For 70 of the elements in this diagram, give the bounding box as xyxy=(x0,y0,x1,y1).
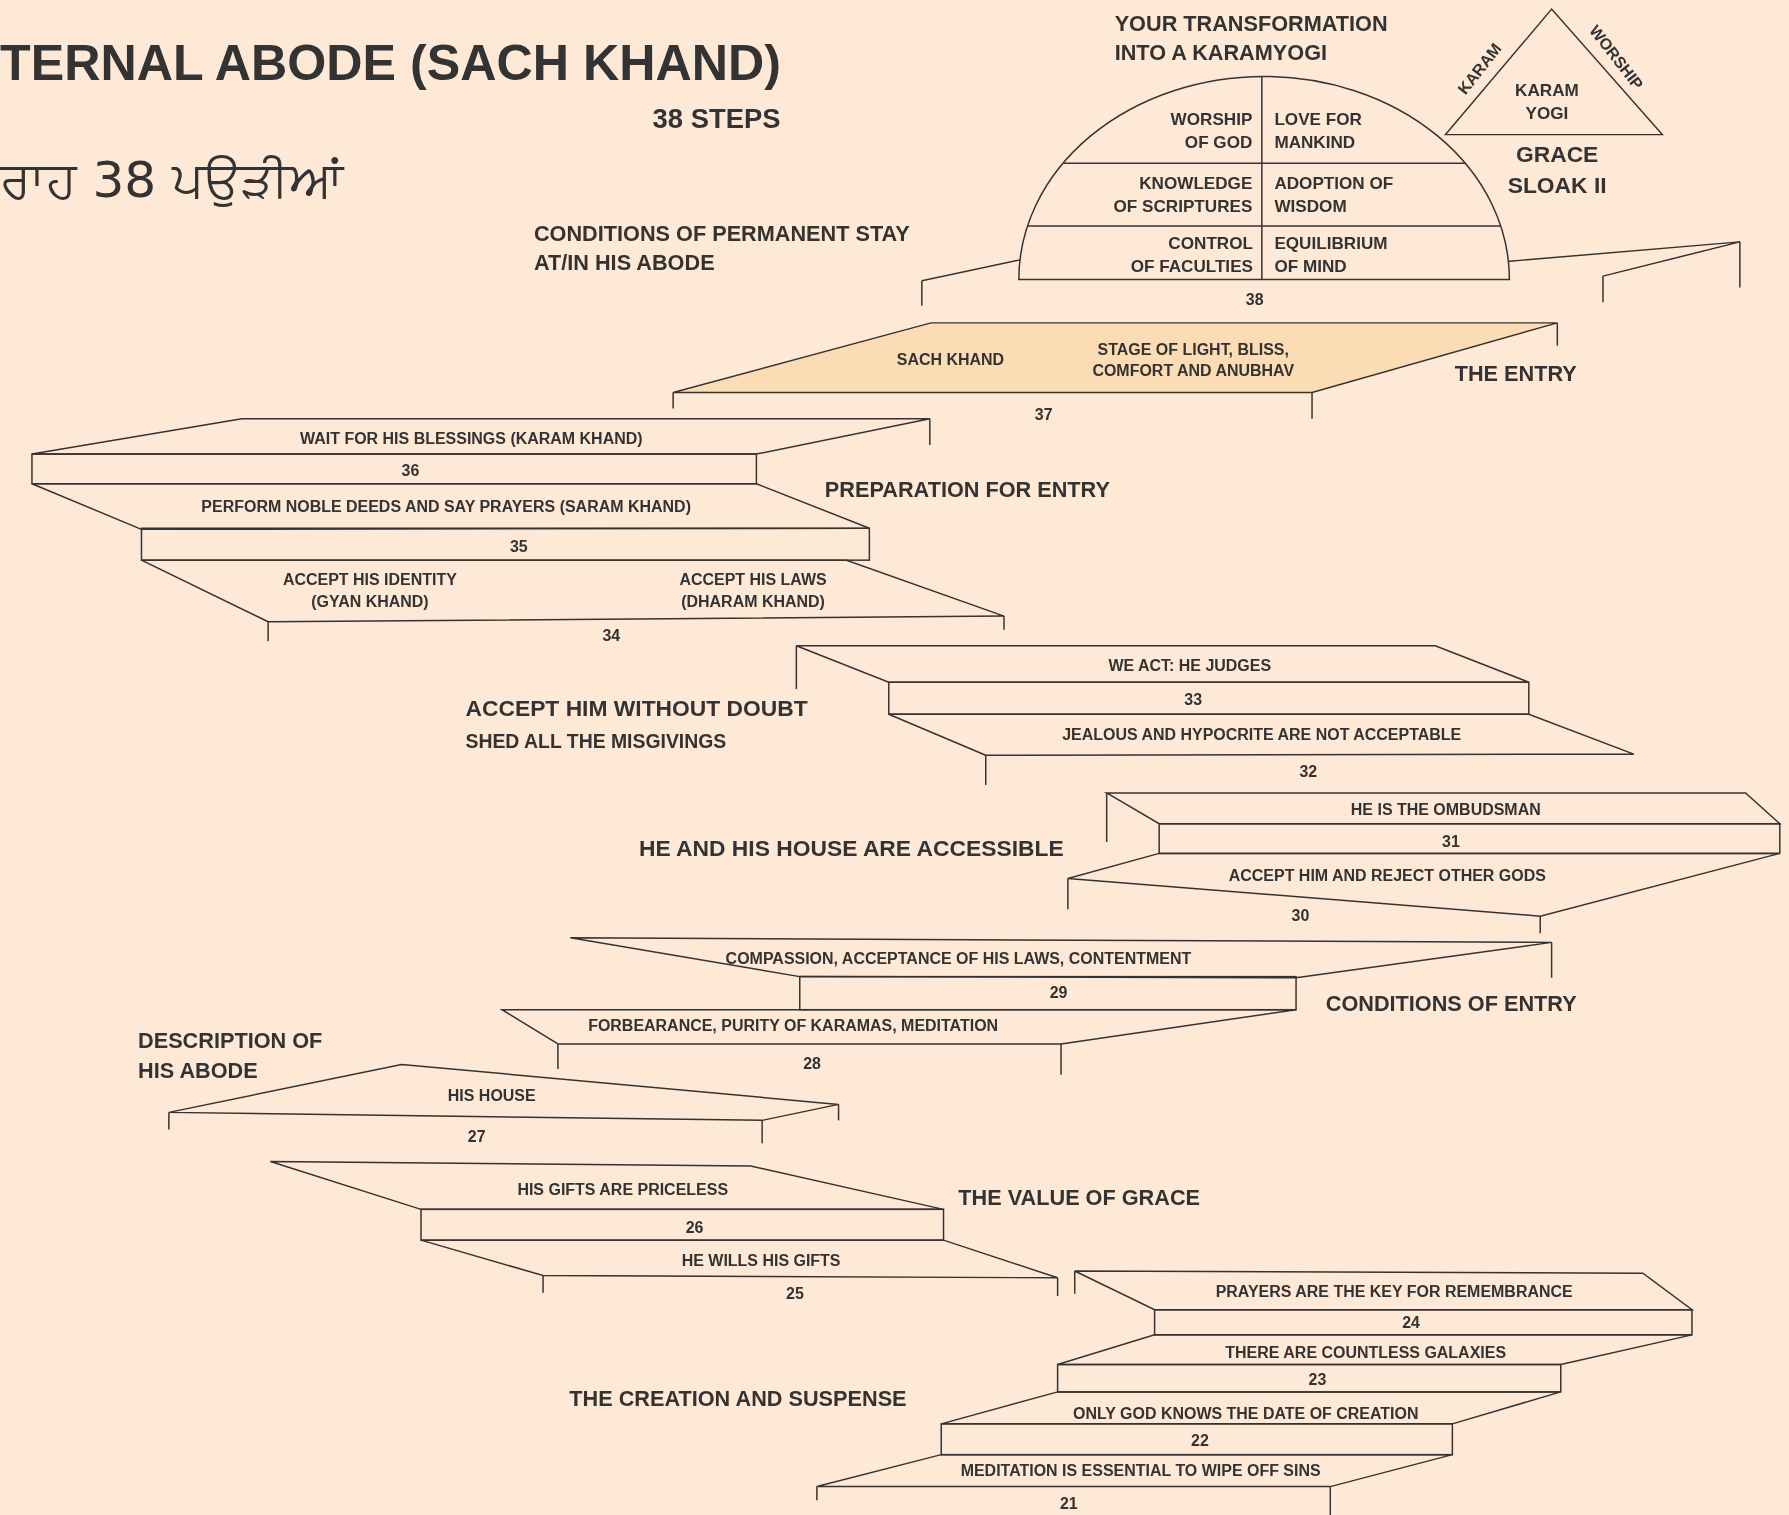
step-label: SACH KHAND xyxy=(896,348,1005,370)
step-platform xyxy=(502,1009,1297,1075)
step-number: 36 xyxy=(401,459,420,481)
step-number: 37 xyxy=(1034,403,1053,425)
step-label: HE WILLS HIS GIFTS xyxy=(681,1250,841,1272)
step-number: 31 xyxy=(1442,830,1460,852)
step-platform xyxy=(888,714,1634,785)
step-label: COMPASSION, ACCEPTANCE OF HIS LAWS, CONTENTMENT xyxy=(725,947,1192,969)
step-platform xyxy=(31,418,930,484)
step-number: 34 xyxy=(602,624,621,647)
step-label: FORBEARANCE, PURITY OF KARAMAS, MEDITATION xyxy=(588,1014,999,1037)
step-number: 29 xyxy=(1049,981,1068,1004)
step-number: 35 xyxy=(510,535,528,558)
step-number: 23 xyxy=(1308,1368,1327,1390)
heading-label: SHED ALL THE MISGIVINGS xyxy=(465,730,727,755)
step-label: MEDITATION IS ESSENTIAL TO WIPE OFF SINS xyxy=(960,1459,1321,1482)
step-platform xyxy=(816,1454,1453,1515)
step-label: KARAM YOGI xyxy=(1515,78,1579,124)
dome-label: LOVE FOR MANKIND xyxy=(1274,107,1362,154)
step-label: ACCEPT HIS IDENTITY (GYAN KHAND) xyxy=(282,569,457,613)
step-number: 30 xyxy=(1291,904,1310,926)
heading-label: THE CREATION AND SUSPENSE xyxy=(569,1385,907,1413)
step-number: 25 xyxy=(786,1283,804,1305)
dome-label: EQUILIBRIUM OF MIND xyxy=(1274,231,1388,277)
step-number: 22 xyxy=(1191,1429,1209,1451)
step-platform xyxy=(270,1161,944,1241)
step-number: 32 xyxy=(1299,760,1318,782)
heading-label: THE ENTRY xyxy=(1454,360,1577,388)
step-label: WE ACT: HE JUDGES xyxy=(1108,654,1272,676)
subtitle: ਰਾਹ 38 ਪਉੜੀਆਂ xyxy=(0,149,344,211)
dome-label: KNOWLEDGE OF SCRIPTURES xyxy=(1113,171,1253,218)
step-platform xyxy=(1057,1334,1692,1392)
heading-label: HE AND HIS HOUSE ARE ACCESSIBLE xyxy=(638,834,1064,863)
heading-label: PREPARATION FOR ENTRY xyxy=(824,477,1110,504)
step-number: 33 xyxy=(1184,688,1203,710)
step-label: HIS GIFTS ARE PRICELESS xyxy=(517,1178,729,1200)
dome-label: ADOPTION OF WISDOM xyxy=(1274,171,1394,218)
step-label: PRAYERS ARE THE KEY FOR REMEMBRANCE xyxy=(1215,1280,1573,1303)
heading-label: YOUR TRANSFORMATION INTO A KARAMYOGI xyxy=(1114,10,1388,67)
step-label: HE IS THE OMBUDSMAN xyxy=(1350,798,1541,820)
step-number: 28 xyxy=(803,1052,821,1074)
heading-label: CONDITIONS OF PERMANENT STAY AT/IN HIS ABODE xyxy=(533,220,910,277)
step-label: ACCEPT HIM AND REJECT OTHER GODS xyxy=(1228,864,1546,886)
step-number: 38 xyxy=(1245,288,1264,310)
heading-label: 38 STEPS xyxy=(652,101,781,136)
step-label: JEALOUS AND HYPOCRITE ARE NOT ACCEPTABLE xyxy=(1062,724,1462,746)
step-label: WAIT FOR HIS BLESSINGS (KARAM KHAND) xyxy=(300,427,643,449)
step-platform xyxy=(1067,853,1780,934)
heading-label: ACCEPT HIM WITHOUT DOUBT xyxy=(465,694,808,724)
step-label: ACCEPT HIS LAWS (DHARAM KHAND) xyxy=(679,569,827,613)
heading-label: CONDITIONS OF ENTRY xyxy=(1325,990,1577,1018)
step-number: 24 xyxy=(1402,1311,1420,1333)
step-platform xyxy=(1106,792,1780,854)
step-platform xyxy=(941,1391,1561,1455)
step-label: HIS HOUSE xyxy=(447,1084,536,1106)
step-platform xyxy=(1074,1270,1692,1335)
step-label: STAGE OF LIGHT, BLISS, COMFORT AND ANUBHAV xyxy=(1092,339,1295,382)
title: TERNAL ABODE (SACH KHAND) xyxy=(0,33,781,93)
triangle-shape xyxy=(1445,9,1663,135)
heading-label: THE VALUE OF GRACE xyxy=(958,1184,1201,1212)
heading-label: GRACE SLOAK II xyxy=(1507,140,1607,200)
step-label: PERFORM NOBLE DEEDS AND SAY PRAYERS (SARAM KHAND) xyxy=(201,495,691,518)
dome-label: CONTROL OF FACULTIES xyxy=(1130,231,1253,277)
step-number: 27 xyxy=(467,1125,486,1147)
dome-label: WORSHIP OF GOD xyxy=(1170,107,1253,154)
heading-label: DESCRIPTION OF HIS ABODE xyxy=(138,1028,323,1085)
step-label: THERE ARE COUNTLESS GALAXIES xyxy=(1225,1341,1507,1363)
step-number: 21 xyxy=(1059,1493,1078,1515)
step-label: ONLY GOD KNOWS THE DATE OF CREATION xyxy=(1073,1402,1419,1425)
step-number: 26 xyxy=(685,1216,704,1239)
